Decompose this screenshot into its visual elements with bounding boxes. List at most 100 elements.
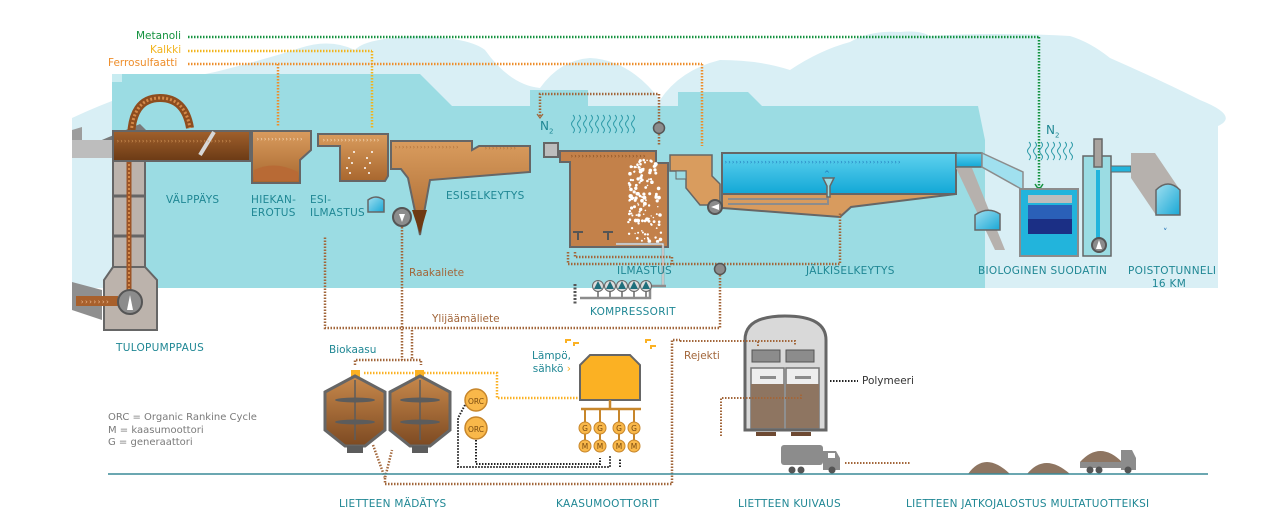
bubble: [642, 158, 645, 162]
section-lietteen-jatkojalostus: LIETTEEN JATKOJALOSTUS MULTATUOTTEIKSI: [906, 498, 1150, 510]
legend-m: M = kaasumoottori: [108, 424, 204, 436]
bubble: [634, 232, 636, 235]
bubble: [657, 206, 659, 208]
n2-wave: [1027, 141, 1031, 161]
generator-unit: [612, 421, 626, 435]
bubble: [657, 195, 661, 200]
bubble: [631, 214, 634, 217]
label-orc-2: ORC: [468, 425, 484, 434]
ylijaamaliete-line: [323, 237, 722, 330]
esi-ilmastus-tank: ››››››››››››››››: [317, 133, 389, 182]
bubble: [656, 186, 661, 191]
bubble: [634, 186, 638, 190]
bubble: [653, 162, 658, 167]
n2-wave: [1033, 141, 1037, 161]
motor-unit-label: M: [615, 441, 623, 451]
bubble: [650, 160, 653, 163]
generator-unit: [593, 421, 607, 435]
legend-orc: ORC = Organic Rankine Cycle: [108, 412, 257, 423]
bubble: [649, 178, 653, 181]
label-orc-1: ORC: [468, 397, 484, 406]
bubble: [639, 209, 641, 211]
svg-text:››››››››››››››››››››››››››››››: ››››››››››››››››››››››››››››››››››››››››…: [724, 159, 901, 166]
section-lietteen-kuivaus: LIETTEEN KUIVAUS: [738, 498, 841, 510]
transfer-pipe: [955, 151, 1024, 250]
bubble: [637, 213, 641, 217]
kompressorit: [573, 280, 666, 304]
label-esiselkeytys: ESISELKEYTYS: [446, 190, 525, 202]
svg-text:˅: ˅: [1163, 228, 1168, 238]
bubble: [639, 162, 642, 166]
bubble: [655, 239, 660, 244]
bubble: [628, 186, 631, 188]
bubble: [654, 171, 658, 175]
bubble: [641, 219, 644, 223]
label-esi-ilmastus-1: ESI-: [310, 194, 332, 206]
label-biologinen-suodatin: BIOLOGINEN SUODATIN: [978, 265, 1108, 277]
bubble: [636, 218, 639, 221]
bubble: [642, 213, 645, 215]
bubble: [637, 222, 640, 225]
bubble: [632, 190, 636, 194]
bubble: [641, 231, 644, 234]
section-lietteen-madatys: LIETTEEN MÄDÄTYS: [339, 498, 447, 510]
gen-motor-units: [578, 409, 641, 453]
bubble: [635, 214, 638, 217]
bubble: [628, 198, 632, 202]
bubble: [654, 165, 657, 168]
biokaasu-line: [364, 371, 580, 400]
bubble: [630, 206, 634, 210]
label-esi-ilmastus-2: ILMASTUS: [310, 207, 366, 219]
label-poistotunneli-name: POISTOTUNNELI: [1128, 265, 1217, 277]
bubble: [633, 205, 636, 209]
bubble: [638, 181, 641, 184]
label-raakaliete: Raakaliete: [409, 267, 465, 279]
bubble: [634, 183, 638, 187]
kuivaus-unit: [680, 314, 858, 436]
bubble: [650, 223, 652, 225]
bubble: [638, 168, 641, 170]
n2-wave: [1063, 141, 1067, 161]
bubble: [648, 192, 652, 196]
bubble: [646, 179, 649, 183]
raakaliete-line: [400, 227, 414, 360]
n2-wave: [1039, 141, 1043, 161]
n2-wave: [619, 114, 623, 134]
bubble: [642, 205, 645, 207]
label-ilmastus: ILMASTUS: [617, 265, 673, 277]
bubble: [638, 210, 641, 213]
svg-text:››››››››››››››››: ››››››››››››››››: [322, 137, 380, 144]
bubble: [640, 177, 642, 179]
bubble: [643, 161, 647, 164]
bubble: [629, 178, 633, 182]
water-edge: [112, 74, 122, 82]
gas-engine-block: [565, 339, 656, 453]
generator-unit-label: G: [582, 423, 588, 433]
bubble: [628, 171, 632, 176]
digester-1: [323, 370, 387, 453]
bubble: [639, 176, 643, 180]
label-hiekanerotus-2: EROTUS: [251, 207, 296, 219]
bubble: [637, 231, 640, 234]
bubble: [642, 195, 647, 200]
n2-wave: [1045, 141, 1049, 161]
n2-wave: [583, 114, 587, 134]
svg-text:›››››››: ›››››››: [80, 298, 110, 306]
bubble: [641, 230, 643, 232]
bubble: [639, 179, 643, 183]
motor-unit-label: M: [596, 441, 604, 451]
label-sahko: sähkö ›: [532, 363, 571, 375]
bubble: [633, 170, 636, 173]
n2-waves-biofilter: [1027, 141, 1073, 161]
bubble: [640, 239, 643, 242]
svg-text:›››››››››››››: ›››››››››››››: [256, 136, 303, 143]
bubble: [639, 207, 643, 212]
svg-text:^: ^: [824, 170, 830, 178]
bubble: [637, 202, 639, 204]
excess-sludge-pump: [713, 262, 727, 276]
raakaliete-pump: [367, 196, 412, 227]
generator-unit: [578, 421, 592, 435]
bubble: [643, 233, 647, 236]
n2-wave: [595, 114, 599, 134]
